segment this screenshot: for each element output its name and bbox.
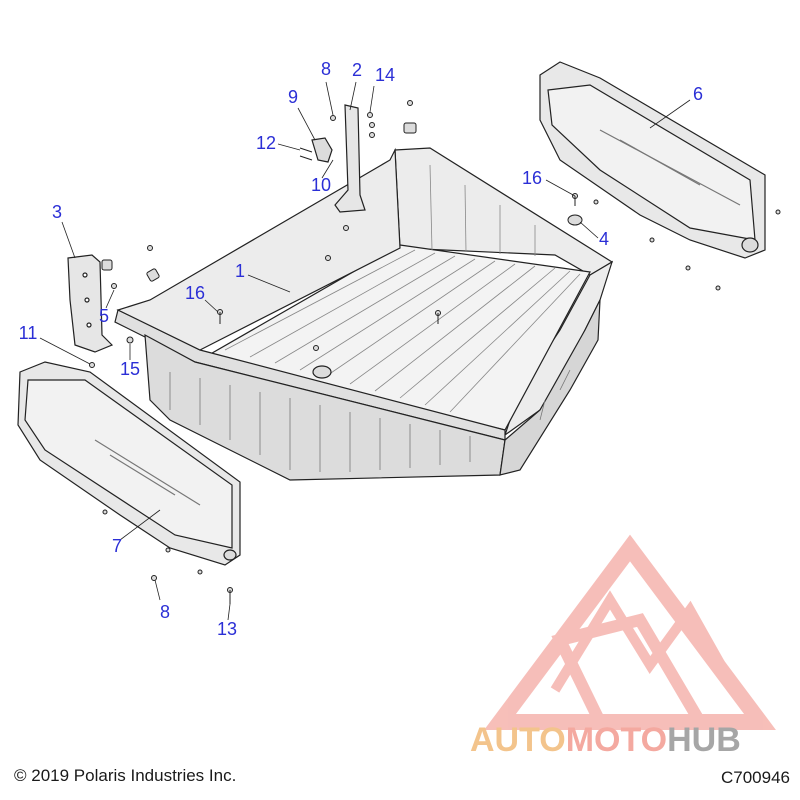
automotohub-watermark: AUTOMOTOHUB: [470, 721, 741, 760]
callout-2: 2: [351, 60, 363, 80]
callout-16-right: 16: [521, 168, 543, 188]
callout-7: 7: [111, 536, 123, 556]
callout-13: 13: [216, 619, 238, 639]
watermark-moto: MOTO: [565, 721, 668, 759]
watermark-auto: AUTO: [470, 721, 566, 759]
copyright-notice: © 2019 Polaris Industries Inc.: [14, 766, 237, 785]
diagram-code: C700946: [720, 768, 790, 787]
upper-bracket: [334, 104, 366, 213]
left-bracket: [67, 254, 114, 353]
callout-10: 10: [310, 175, 332, 195]
callout-8-top: 8: [320, 59, 332, 79]
callout-12: 12: [255, 133, 277, 153]
callout-1: 1: [234, 261, 246, 281]
cargo-box: [114, 147, 614, 481]
callout-3: 3: [51, 202, 63, 222]
automotohub-triangle-logo: [484, 534, 776, 730]
left-front-panel: [17, 361, 241, 566]
watermark-hub: HUB: [667, 721, 741, 759]
hardware-fasteners: [89, 100, 781, 604]
callout-6: 6: [692, 84, 704, 104]
callout-4: 4: [598, 229, 610, 249]
callout-9: 9: [287, 87, 299, 107]
leader-lines: [39, 81, 691, 621]
latch: [311, 137, 333, 163]
callout-14: 14: [374, 65, 396, 85]
callout-16-left: 16: [184, 283, 206, 303]
right-side-panel: [539, 61, 766, 259]
callout-5: 5: [98, 306, 110, 326]
callout-8-bottom: 8: [159, 602, 171, 622]
callout-15: 15: [119, 359, 141, 379]
callout-11: 11: [18, 323, 38, 343]
